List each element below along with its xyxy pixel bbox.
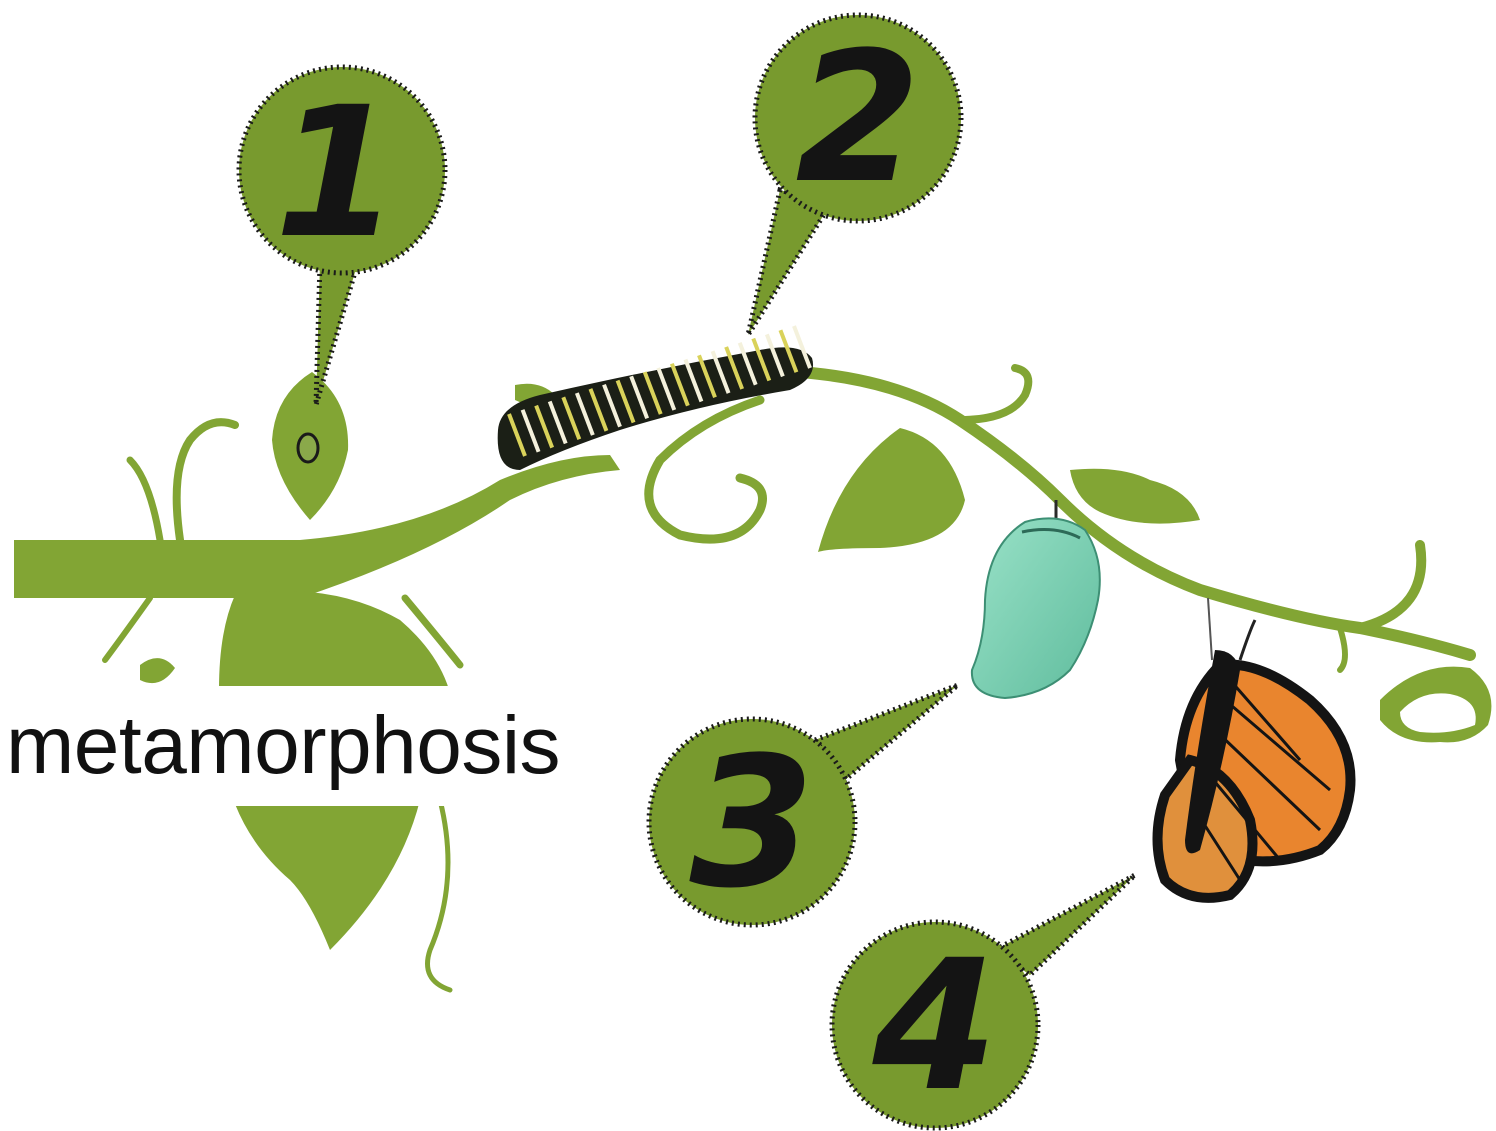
stage-3-callout: 3 (649, 685, 958, 928)
tendril-curl (177, 422, 235, 540)
tendril-curl (960, 368, 1028, 420)
tendril-curl (130, 460, 160, 540)
caterpillar (498, 326, 813, 470)
leaf (1070, 469, 1200, 524)
tendril-curl (1340, 628, 1345, 670)
leaf-small (140, 658, 175, 683)
tendril-curl (428, 800, 451, 990)
stage-1-callout: 1 (239, 67, 445, 405)
tendril-curl (649, 400, 763, 539)
chrysalis (972, 500, 1100, 698)
leaf (818, 428, 965, 552)
title-label-box: metamorphosis (0, 686, 596, 806)
stage-2-callout: 2 (748, 14, 961, 335)
stage-number: 4 (871, 922, 997, 1131)
butterfly-thread (1208, 598, 1212, 660)
stage-number: 1 (274, 69, 399, 278)
stage-number: 3 (689, 719, 814, 928)
stage-number: 2 (795, 14, 920, 223)
callout-pointer (316, 262, 358, 405)
egg (298, 434, 318, 462)
butterfly (1158, 598, 1351, 898)
stage-4-callout: 4 (832, 875, 1135, 1131)
page-title: metamorphosis (0, 699, 560, 793)
tendril-curl (105, 598, 150, 660)
vine-right-end (1360, 545, 1421, 628)
chrysalis-body (972, 518, 1100, 698)
butterfly-antenna (1240, 620, 1255, 660)
